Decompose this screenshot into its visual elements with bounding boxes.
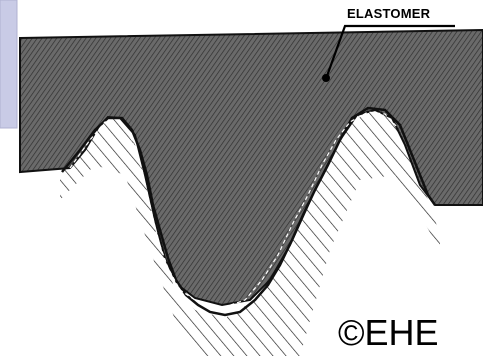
copyright-label: ©EHE [338, 315, 439, 351]
leader-dot [322, 74, 330, 82]
elastomer-label: ELASTOMER [347, 6, 430, 21]
side-tab [0, 0, 17, 128]
